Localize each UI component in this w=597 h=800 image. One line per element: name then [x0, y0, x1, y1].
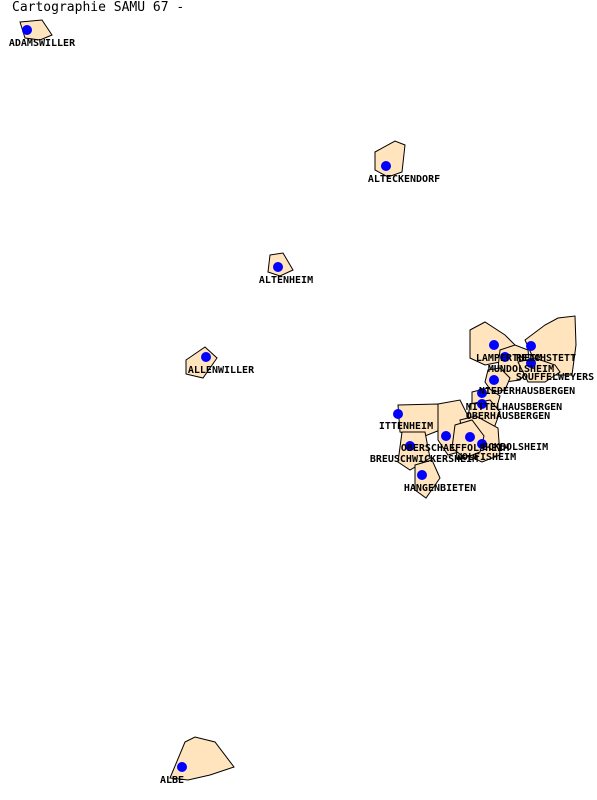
commune-label-souffelweyersheim: SOUFFELWEYERS	[516, 372, 594, 383]
commune-dot-hangenbieten[interactable]	[417, 470, 427, 480]
commune-label-breuschwickersheim: BREUSCHWICKERSHEIM	[370, 454, 478, 465]
commune-label-mundolsheim: MUNDOLSHEIM	[488, 364, 554, 375]
commune-dot-altenheim[interactable]	[273, 262, 283, 272]
commune-dots	[22, 25, 536, 772]
commune-shapes	[19, 19, 577, 781]
commune-dot-alteckendorf[interactable]	[381, 161, 391, 171]
commune-shape-adamswiller[interactable]	[19, 19, 53, 41]
commune-label-oberhausbergen: OBERHAUSBERGEN	[466, 411, 550, 422]
commune-dot-albe[interactable]	[177, 762, 187, 772]
commune-dot-lampertheim[interactable]	[489, 340, 499, 350]
commune-label-oberschaeffolsheim: OBERSCHAEFFOLSHEIM	[401, 443, 509, 454]
commune-dot-souffelweyersheim[interactable]	[526, 358, 536, 368]
commune-dot-oberschaeffolsheim[interactable]	[441, 431, 451, 441]
commune-labels: ADAMSWILLER ALTECKENDORF ALTENHEIM ALLENWIL…	[9, 38, 594, 786]
commune-dot-allenwiller[interactable]	[201, 352, 211, 362]
commune-dot-adamswiller[interactable]	[22, 25, 32, 35]
commune-dot-eckbolsheim[interactable]	[477, 439, 487, 449]
commune-label-reichstett: REICHSTETT	[516, 353, 576, 364]
commune-dot-mundolsheim[interactable]	[500, 352, 510, 362]
commune-label-altenheim: ALTENHEIM	[259, 275, 313, 286]
commune-label-ittenheim: ITTENHEIM	[379, 421, 433, 432]
commune-dot-niederhausbergen[interactable]	[489, 375, 499, 385]
commune-dot-breuschwickersheim[interactable]	[405, 441, 415, 451]
commune-label-hangenbieten: HANGENBIETEN	[404, 483, 476, 494]
commune-label-lampertheim: LAMPERTHEIM	[476, 353, 542, 364]
commune-dot-reichstett[interactable]	[526, 341, 536, 351]
commune-label-mittelhausbergen: MITTELHAUSBERGEN	[466, 402, 562, 413]
commune-label-allenwiller: ALLENWILLER	[188, 365, 255, 376]
commune-shape-albe[interactable]	[169, 736, 235, 781]
commune-shape-hangenbieten[interactable]	[414, 459, 441, 499]
commune-label-niederhausbergen: NIEDERHAUSBERGEN	[479, 386, 575, 397]
commune-label-albe: ALBE	[160, 775, 184, 786]
commune-label-alteckendorf: ALTECKENDORF	[368, 174, 440, 185]
commune-label-wolfisheim: WOLFISHEIM	[456, 452, 516, 463]
map-title: Cartographie SAMU 67 -	[12, 0, 185, 15]
commune-label-eckbolsheim: ECKBOLSHEIM	[482, 442, 548, 453]
commune-dot-ittenheim[interactable]	[393, 409, 403, 419]
commune-shape-ittenheim[interactable]	[397, 403, 441, 439]
commune-shape-alteckendorf[interactable]	[374, 140, 406, 178]
commune-dot-wolfisheim[interactable]	[465, 432, 475, 442]
commune-dot-oberhausbergen[interactable]	[477, 399, 487, 409]
commune-label-adamswiller: ADAMSWILLER	[9, 38, 76, 49]
commune-dot-mittelhausbergen[interactable]	[477, 388, 487, 398]
